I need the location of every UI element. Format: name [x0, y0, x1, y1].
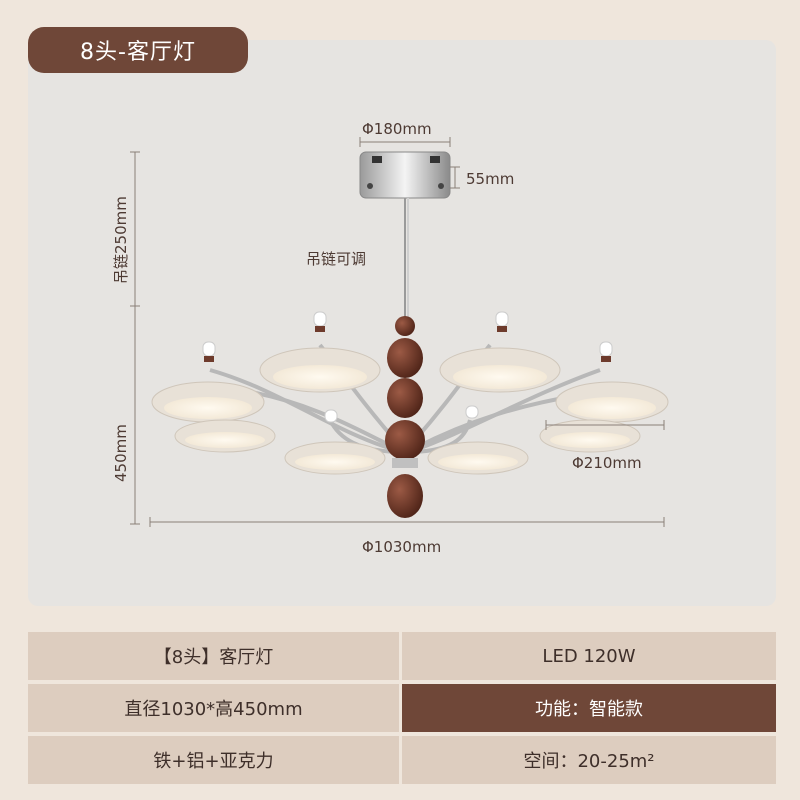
hanging-chain: [404, 198, 409, 318]
lamp-shades: [151, 347, 669, 475]
spec-cell: LED 120W: [402, 632, 776, 680]
bulb-caps: [202, 311, 613, 423]
spec-cell: 铁+铝+亚克力: [28, 736, 402, 784]
product-title: 8头-客厅灯: [80, 40, 196, 65]
spec-table: 【8头】客厅灯 LED 120W 直径1030*高450mm 功能：智能款 铁+…: [28, 632, 776, 784]
chain-adjustable-note: 吊链可调: [306, 250, 366, 268]
body-height-label: 450mm: [112, 424, 130, 482]
spec-size: 直径1030*高450mm: [124, 699, 303, 720]
product-title-tag: 8头-客厅灯: [28, 27, 248, 73]
spec-cell: 【8头】客厅灯: [28, 632, 402, 680]
spec-function: 功能：智能款: [535, 699, 643, 720]
shade-diameter-label: Φ210mm: [572, 454, 642, 472]
spec-material: 铁+铝+亚克力: [153, 751, 274, 772]
walnut-balls: [385, 316, 425, 518]
spec-power: LED 120W: [542, 645, 636, 667]
canopy-height-label: 55mm: [466, 170, 514, 188]
dimension-lines: [130, 137, 665, 527]
canopy-diameter-label: Φ180mm: [362, 120, 432, 138]
spec-space: 空间：20-25m²: [523, 751, 655, 772]
spec-cell: 空间：20-25m²: [402, 736, 776, 784]
chain-length-label: 吊链250mm: [112, 196, 130, 284]
spec-cell-highlight: 功能：智能款: [402, 684, 776, 732]
spec-cell: 直径1030*高450mm: [28, 684, 402, 732]
total-diameter-label: Φ1030mm: [362, 538, 441, 556]
chandelier-diagram: Φ180mm 55mm 吊链可调 吊链250mm 450mm Φ210mm Φ1…: [112, 120, 669, 556]
ceiling-canopy: [359, 151, 451, 199]
spec-model: 【8头】客厅灯: [153, 647, 274, 668]
